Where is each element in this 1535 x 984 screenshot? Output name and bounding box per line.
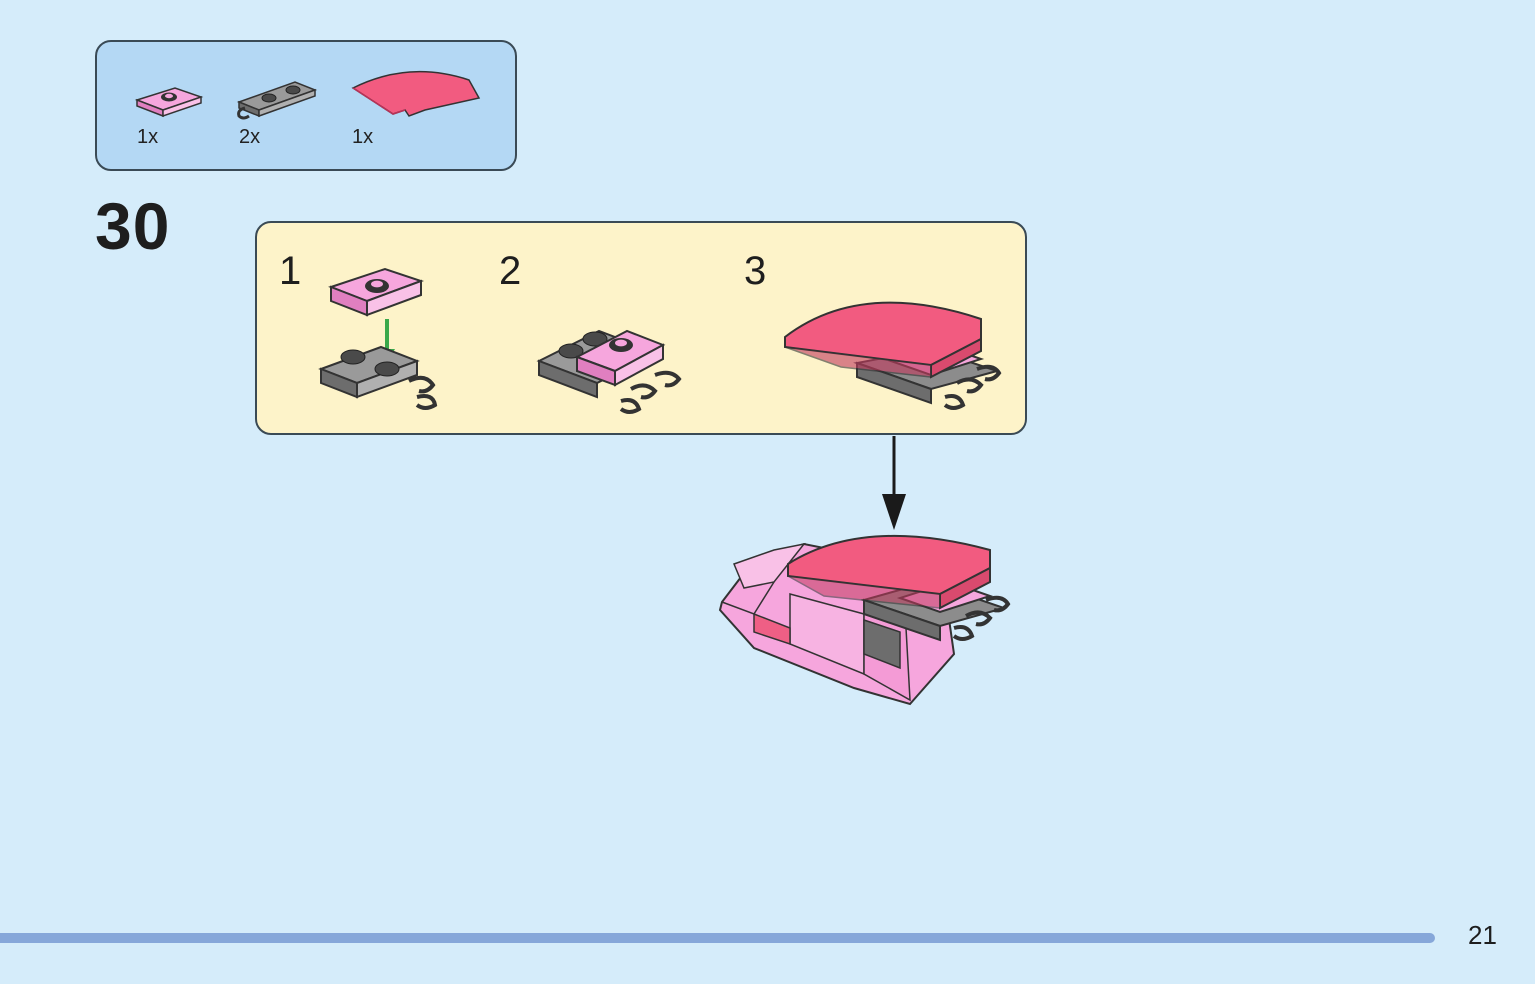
part-qty-3: 1x [352,126,374,148]
step-number: 30 [95,189,171,263]
gray-clip-plate-part-icon [236,81,318,120]
part-qty-1: 1x [137,126,159,148]
pink-plate-part-icon [135,87,204,118]
main-model-illustration [718,534,1011,706]
substep-1-illustration [318,267,438,410]
subassembly-box: 1 2 3 [255,221,1027,435]
substep-number-3: 3 [744,249,767,293]
coral-curved-slope-part-icon [351,70,481,117]
part-qty-2: 2x [239,126,261,148]
substep-3-illustration [784,301,1002,410]
substep-number-2: 2 [499,249,522,293]
substep-2-illustration [536,329,682,414]
substep-number-1: 1 [279,249,302,293]
page-number: 21 [1468,920,1497,950]
parts-list: 1x 2x 1x [95,40,517,171]
arrow-down-icon [882,436,906,530]
page-footer-bar [0,933,1435,943]
